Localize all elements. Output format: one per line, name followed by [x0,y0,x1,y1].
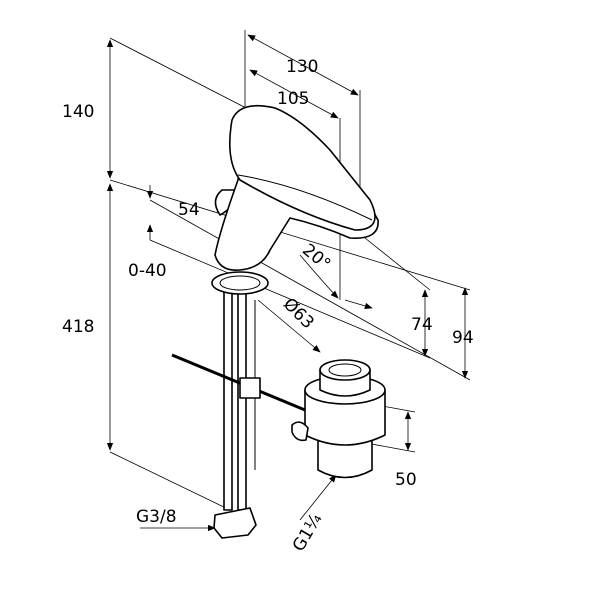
base-ring [211,271,269,295]
label-130: 130 [286,57,318,77]
label-50: 50 [395,470,417,490]
label-g3-8: G3/8 [136,507,177,527]
label-418: 418 [62,317,94,337]
label-54: 54 [178,200,200,220]
label-105: 105 [277,89,309,109]
label-74: 74 [411,315,433,335]
label-20-degrees: 20° [298,240,334,275]
faucet-body [214,104,379,272]
label-94: 94 [452,328,474,348]
label-0-40: 0-40 [128,261,167,281]
label-g1-1-4: G1¼ [289,510,327,555]
drain-valve [291,359,386,479]
label-diameter-63: Ø63 [279,294,318,333]
label-140: 140 [62,102,94,122]
supply-hoses [171,289,306,539]
